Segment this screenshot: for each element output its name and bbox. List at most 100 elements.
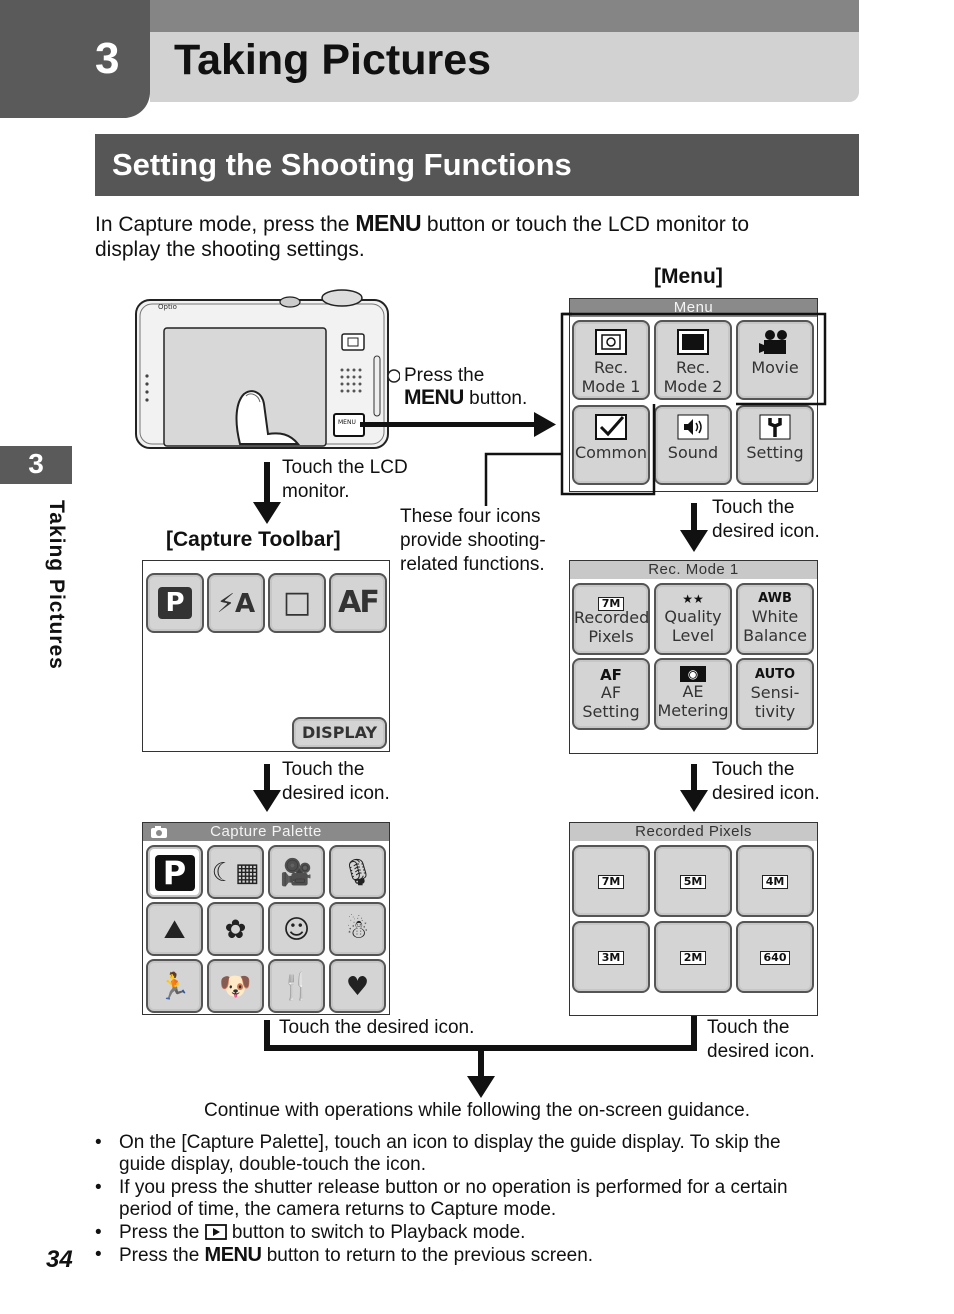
pixels-option-button[interactable]: 5M xyxy=(654,845,732,917)
af-icon: AF xyxy=(600,666,622,684)
bullet-text: period of time, the camera returns to Ca… xyxy=(119,1199,557,1220)
section-bar xyxy=(95,134,859,196)
recorded-pixels-icon: 7M xyxy=(597,597,625,611)
menu-movie-button[interactable]: Movie xyxy=(736,320,814,400)
palette-button[interactable]: ☺ xyxy=(268,902,325,956)
menu-rec-mode-1-button[interactable]: Rec. Mode 1 xyxy=(572,320,650,400)
connector-left xyxy=(264,1020,270,1050)
toolbar-focus-button[interactable]: AF xyxy=(329,573,387,633)
press-menu-button-text: button. xyxy=(469,388,528,409)
palette-button[interactable]: ⛰ xyxy=(146,902,203,956)
checkmark-icon xyxy=(595,414,627,440)
section-title: Setting the Shooting Functions xyxy=(112,147,572,182)
connector-right xyxy=(691,1016,697,1050)
night-scene-icon: ☾▦ xyxy=(211,858,260,888)
bullet-text: button to switch to Playback mode. xyxy=(231,1222,526,1243)
four-icons-highlight xyxy=(484,312,827,506)
rec-ae-metering-button[interactable]: ◉ AE Metering xyxy=(654,658,732,730)
menu-item-label: Mode 2 xyxy=(663,377,723,396)
recorded-pixels-title: Recorded Pixels xyxy=(570,823,817,841)
chapter-number: 3 xyxy=(95,34,120,83)
palette-button[interactable]: 🏃 xyxy=(146,959,203,1013)
camera-frame-icon xyxy=(595,329,627,355)
toolbar-flash-button[interactable]: ⚡A xyxy=(207,573,265,633)
flash-auto-icon: ⚡A xyxy=(216,589,256,619)
touch-desired-label-l3: Touch the desired icon. xyxy=(279,1017,475,1038)
palette-button[interactable]: ✿ xyxy=(207,902,264,956)
rec-quality-level-button[interactable]: ★★ Quality Level xyxy=(654,583,732,655)
palette-button[interactable]: 🎙 xyxy=(329,845,386,899)
page-number: 34 xyxy=(46,1246,73,1273)
movie-icon: 🎥 xyxy=(280,858,313,888)
speaker-icon xyxy=(677,414,709,440)
pixels-value: 7M xyxy=(597,875,625,889)
arrow-lcd-head xyxy=(253,502,281,524)
rec-recorded-pixels-button[interactable]: 7M Recorded Pixels xyxy=(572,583,650,655)
rec-item-label: Recorded xyxy=(574,608,650,627)
autofocus-icon: AF xyxy=(338,585,380,620)
quality-stars-icon: ★★ xyxy=(682,592,704,606)
awb-icon: AWB xyxy=(758,591,792,606)
rec-mode-screen-title: Rec. Mode 1 xyxy=(570,561,817,579)
pixels-option-button[interactable]: 7M xyxy=(572,845,650,917)
bullet-text: guide display, double-touch the icon. xyxy=(119,1154,427,1175)
rec-item-label: White xyxy=(751,607,799,626)
palette-button[interactable]: ☃ xyxy=(329,902,386,956)
touch-desired-label-r1b: desired icon. xyxy=(712,521,820,542)
arrow-left-2-shaft xyxy=(264,764,270,792)
microphone-icon: 🎙 xyxy=(340,858,374,888)
rec-item-label: Pixels xyxy=(588,627,634,646)
bullet-text: If you press the shutter release button … xyxy=(119,1177,788,1198)
pixels-option-button[interactable]: 2M xyxy=(654,921,732,993)
pixels-value: 2M xyxy=(679,951,707,965)
rec-af-setting-button[interactable]: AF AF Setting xyxy=(572,658,650,730)
display-button[interactable]: DISPLAY xyxy=(292,717,387,749)
pixels-option-button[interactable]: 3M xyxy=(572,921,650,993)
bullet-text: On the [Capture Palette], touch an icon … xyxy=(119,1132,781,1153)
arrow-lcd-shaft xyxy=(264,462,270,506)
intro-line-1: In Capture mode, press the MENU button o… xyxy=(95,210,865,238)
palette-button[interactable]: 🎥 xyxy=(268,845,325,899)
black-frame-icon xyxy=(677,329,709,355)
rec-sensitivity-button[interactable]: AUTO Sensi- tivity xyxy=(736,658,814,730)
menu-setting-button[interactable]: Setting xyxy=(736,405,814,485)
press-menu-label-1: Press the xyxy=(404,365,485,386)
arrow-to-menu xyxy=(360,412,556,437)
svg-text:Optio: Optio xyxy=(158,303,177,311)
capture-palette-title: Capture Palette xyxy=(143,823,389,841)
rec-item-label: Balance xyxy=(743,626,807,645)
menu-item-label: Common xyxy=(574,443,648,462)
palette-button[interactable]: 🐶 xyxy=(207,959,264,1013)
metering-icon: ◉ xyxy=(680,666,706,682)
connector-down-shaft xyxy=(478,1048,484,1080)
palette-button[interactable]: 🍴 xyxy=(268,959,325,1013)
portrait-icon: ☺ xyxy=(282,915,311,945)
rec-item-label: Quality xyxy=(664,607,722,626)
toolbar-drive-button[interactable]: □ xyxy=(268,573,326,633)
landscape-icon: ⛰ xyxy=(163,915,186,945)
menu-item-label: Movie xyxy=(751,358,799,377)
toolbar-mode-button[interactable]: P xyxy=(146,573,204,633)
touch-desired-label-l2a: Touch the xyxy=(282,759,365,780)
rec-white-balance-button[interactable]: AWB White Balance xyxy=(736,583,814,655)
menu-rec-mode-2-button[interactable]: Rec. Mode 2 xyxy=(654,320,732,400)
arrow-left-2-head xyxy=(253,790,281,812)
camera-small-icon xyxy=(151,826,167,838)
snow-icon: ☃ xyxy=(345,915,370,945)
pixels-option-button[interactable]: 640 xyxy=(736,921,814,993)
palette-button[interactable]: ☾▦ xyxy=(207,845,264,899)
arrow-right-1-shaft xyxy=(691,503,697,533)
rec-item-label: Metering xyxy=(657,701,729,720)
pixels-option-button[interactable]: 4M xyxy=(736,845,814,917)
touch-desired-label-r3b: desired icon. xyxy=(707,1041,815,1062)
palette-button[interactable]: P xyxy=(146,845,203,899)
flower-icon: ✿ xyxy=(224,915,247,945)
pixels-value: 640 xyxy=(759,951,791,965)
menu-sound-button[interactable]: Sound xyxy=(654,405,732,485)
menu-common-button[interactable]: Common xyxy=(572,405,650,485)
svg-text:MENU: MENU xyxy=(338,419,356,426)
palette-button[interactable]: ♥ xyxy=(329,959,386,1013)
side-chapter-label: Taking Pictures xyxy=(45,500,68,670)
arrow-right-2-head xyxy=(680,790,708,812)
intro-text-b: button or touch the LCD monitor to xyxy=(426,213,750,236)
